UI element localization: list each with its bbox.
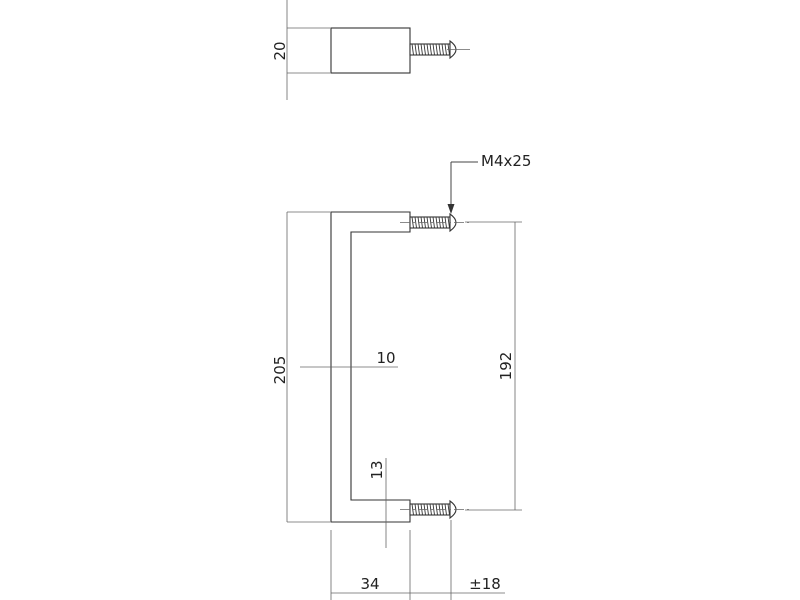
dim-depth: 34 bbox=[360, 575, 379, 593]
screw-callout: M4x25 bbox=[447, 152, 531, 214]
thread-mark bbox=[429, 43, 432, 56]
thread-mark bbox=[414, 503, 417, 516]
dim-top-height: 20 bbox=[271, 41, 289, 60]
thread-mark bbox=[441, 43, 444, 56]
thread-mark bbox=[426, 43, 429, 56]
top-view: 20 bbox=[271, 0, 470, 100]
lower-screw bbox=[400, 499, 470, 520]
thread-mark bbox=[411, 216, 414, 229]
callout-label: M4x25 bbox=[481, 152, 531, 170]
thread-mark bbox=[414, 216, 417, 229]
top-screw bbox=[409, 39, 470, 60]
thread-mark bbox=[438, 43, 441, 56]
thread-mark bbox=[429, 503, 432, 516]
thread-mark bbox=[432, 216, 435, 229]
thread-mark bbox=[417, 43, 420, 56]
dim-total-height: 205 bbox=[271, 356, 289, 385]
dim-screw-tolerance: ±18 bbox=[469, 575, 501, 593]
thread-mark bbox=[447, 216, 450, 229]
top-block bbox=[330, 27, 411, 74]
dim-bottom-thickness: 13 bbox=[368, 460, 386, 479]
thread-mark bbox=[432, 503, 435, 516]
upper-screw bbox=[400, 212, 470, 233]
dim-hole-spacing: 192 bbox=[497, 352, 515, 381]
thread-mark bbox=[411, 503, 414, 516]
thread-mark bbox=[420, 43, 423, 56]
main-view: 10 205 13 M4x25 192 bbox=[271, 152, 531, 600]
thread-mark bbox=[435, 43, 438, 56]
thread-mark bbox=[447, 503, 450, 516]
thread-mark bbox=[423, 43, 426, 56]
thread-mark bbox=[414, 43, 417, 56]
dim-thickness: 10 bbox=[376, 349, 395, 367]
thread-mark bbox=[444, 43, 447, 56]
thread-mark bbox=[411, 43, 414, 56]
thread-mark bbox=[432, 43, 435, 56]
thread-mark bbox=[429, 216, 432, 229]
